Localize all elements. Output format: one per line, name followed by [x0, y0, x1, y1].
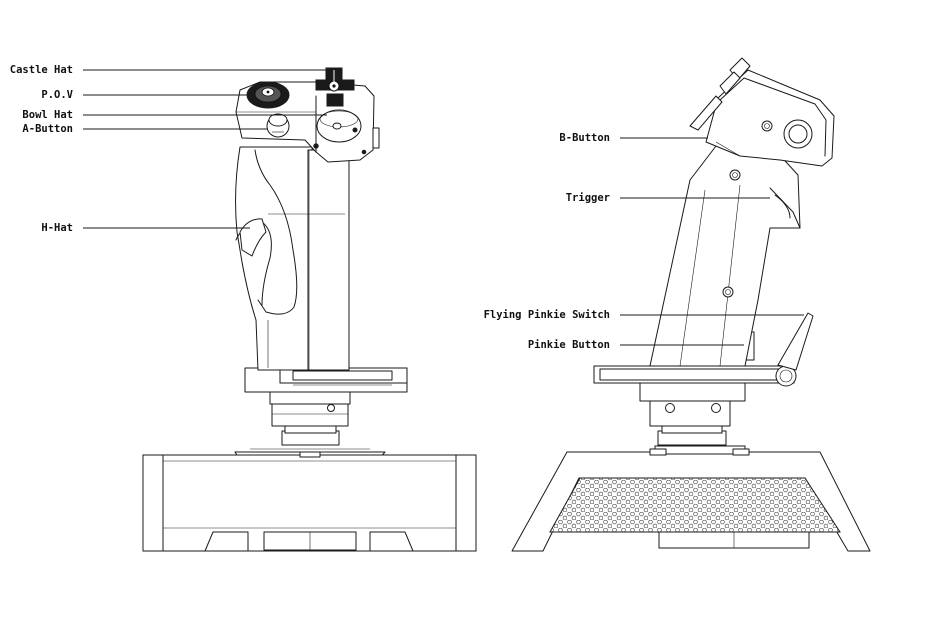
label-trigger: Trigger: [566, 192, 610, 204]
label-b-button: B-Button: [559, 132, 610, 144]
front-mount-plate: [245, 368, 407, 392]
label-h-hat: H-Hat: [41, 222, 73, 234]
front-view-joystick: [143, 68, 476, 551]
label-pinkie-button: Pinkie Button: [528, 339, 610, 351]
side-head: [690, 58, 834, 166]
side-grip: [650, 146, 800, 366]
label-castle-hat: Castle Hat: [10, 64, 73, 76]
pov-hat: [247, 82, 289, 108]
label-flying-pinkie-switch: Flying Pinkie Switch: [484, 309, 610, 321]
side-mount-plate: [594, 366, 796, 386]
label-a-button: A-Button: [22, 123, 73, 135]
label-bowl-hat: Bowl Hat: [22, 109, 73, 121]
front-base: [143, 449, 476, 551]
front-grip: [236, 147, 349, 370]
side-base: [512, 446, 870, 551]
label-pov: P.O.V: [41, 89, 73, 101]
a-button: [267, 114, 289, 137]
side-stem: [640, 383, 745, 445]
flying-pinkie-switch-shape: [778, 313, 813, 370]
